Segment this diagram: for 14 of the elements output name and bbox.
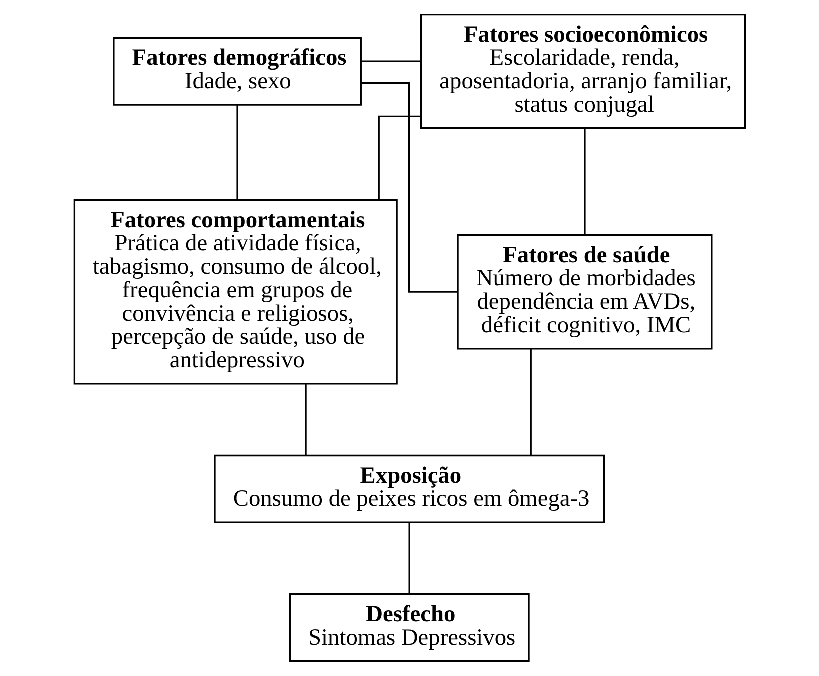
connector [584, 128, 586, 235]
node-box: Desfecho Sintomas Depressivos [288, 594, 530, 662]
connector [304, 384, 306, 456]
node-box: Fatores socioeconômicos Escolaridade, renda, aposentadoria, arranjo familiar, status conjugal [420, 14, 746, 130]
node-box: Exposição Consumo de peixes ricos em ômega-3 [214, 454, 604, 524]
connector [360, 60, 421, 62]
node-box: Fatores de saúde Número de morbidades dependência em AVDs, déficit cognitivo, IMC [456, 234, 712, 350]
connector [360, 82, 458, 293]
connector [530, 349, 532, 456]
node-box: Fatores comportamentais Prática de atividade física, tabagismo, consumo de álcool, frequência em grupos de convivência e religiosos, percepção de saúde, uso de antidepressivo [73, 199, 398, 385]
node-box: Fatores demográficos Idade, sexo [112, 37, 362, 106]
connector [378, 116, 420, 200]
connector [408, 522, 410, 594]
connector [236, 105, 238, 200]
